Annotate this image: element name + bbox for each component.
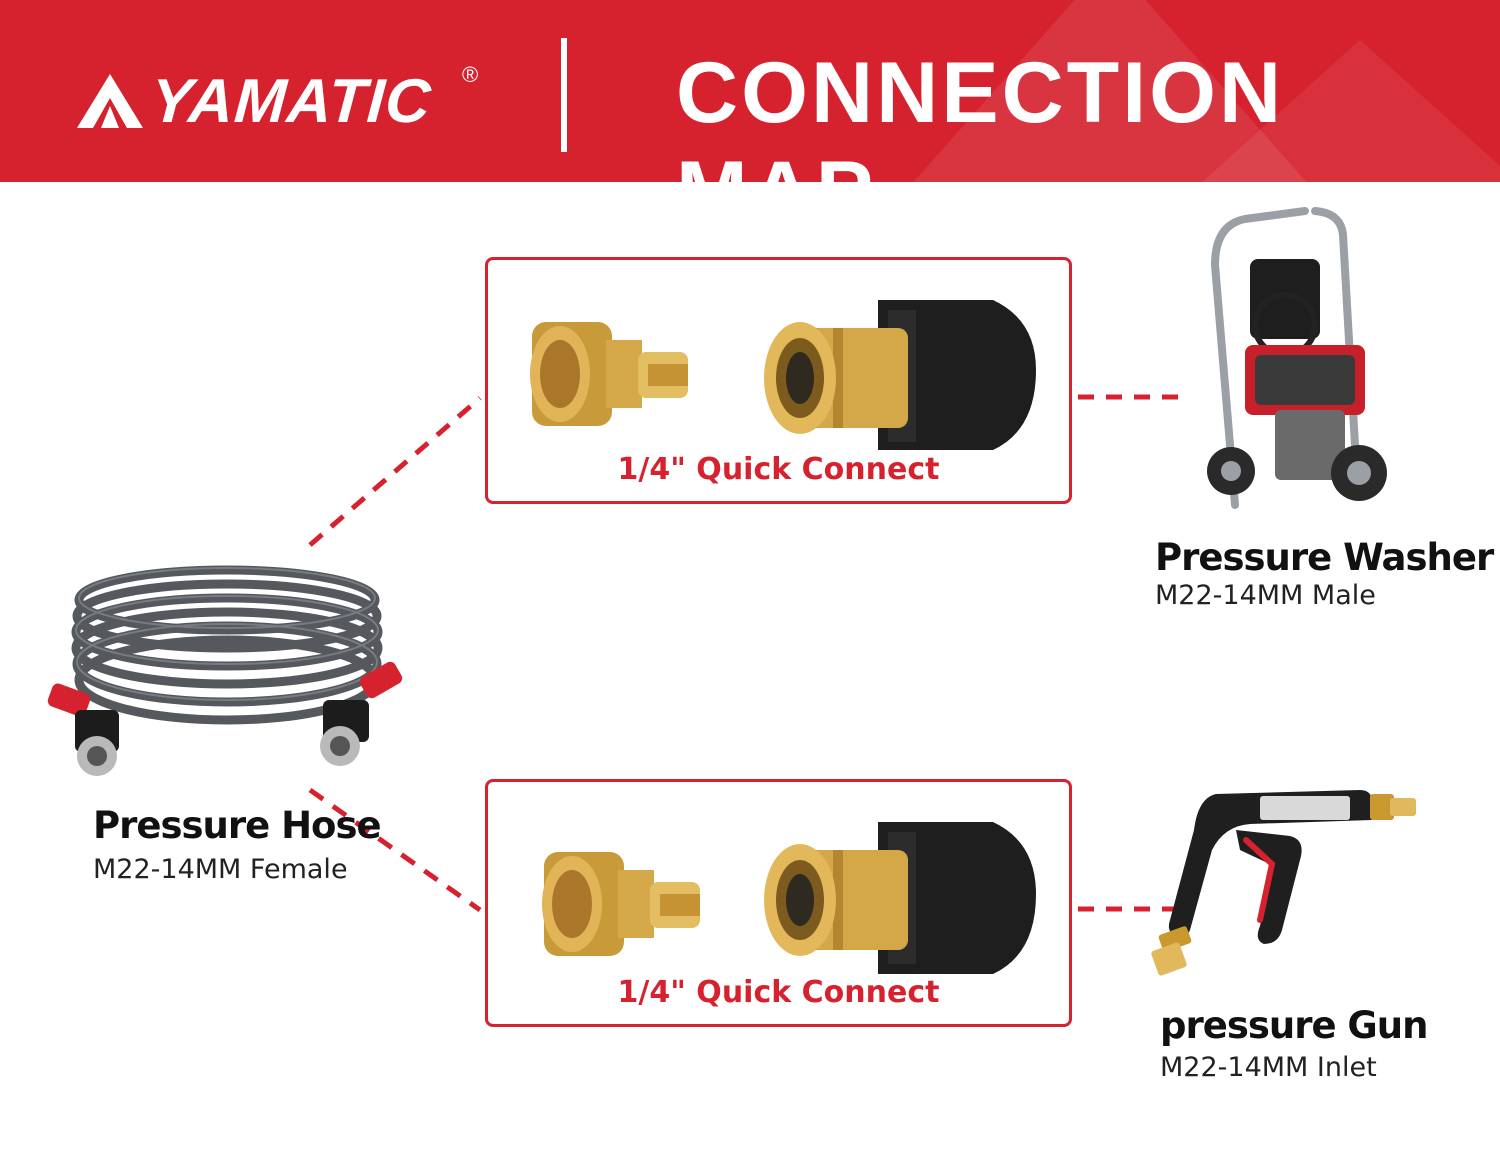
adapter-set-illustration — [530, 300, 1036, 450]
washer-spec: M22-14MM Male — [1155, 580, 1376, 611]
adapter-label-bottom: 1/4" Quick Connect — [617, 975, 940, 1010]
washer-title: Pressure Washer — [1155, 536, 1494, 579]
line-hose-to-bottom-adapter — [308, 787, 482, 913]
brass-coupler-icon — [764, 822, 1036, 974]
brass-plug-icon — [542, 852, 700, 956]
hose-spec: M22-14MM Female — [93, 854, 348, 885]
adapter-box-top: 1/4" Quick Connect — [485, 257, 1072, 504]
banner-divider — [561, 38, 567, 152]
gun-title: pressure Gun — [1160, 1004, 1428, 1047]
gun-spec: M22-14MM Inlet — [1160, 1052, 1377, 1083]
brass-coupler-icon — [764, 300, 1036, 450]
header-banner: YAMATIC ® CONNECTION MAP — [0, 0, 1500, 182]
hose-title: Pressure Hose — [93, 804, 382, 847]
banner-decoration — [1160, 40, 1500, 182]
coiled-hose-icon — [47, 565, 403, 776]
adapter-set-illustration — [542, 822, 1036, 974]
page-title: CONNECTION MAP — [676, 45, 1285, 182]
adapter-box-bottom: 1/4" Quick Connect — [485, 779, 1072, 1027]
adapter-label-top: 1/4" Quick Connect — [617, 452, 940, 487]
line-hose-to-top-adapter — [308, 396, 482, 547]
pressure-washer-icon — [1207, 207, 1387, 509]
brass-plug-icon — [530, 322, 688, 426]
brand-logo: YAMATIC — [75, 66, 434, 136]
yamatic-logo-icon — [77, 74, 143, 128]
banner-decoration — [880, 0, 1340, 182]
spray-gun-icon — [1151, 790, 1416, 976]
registered-mark: ® — [462, 62, 479, 87]
